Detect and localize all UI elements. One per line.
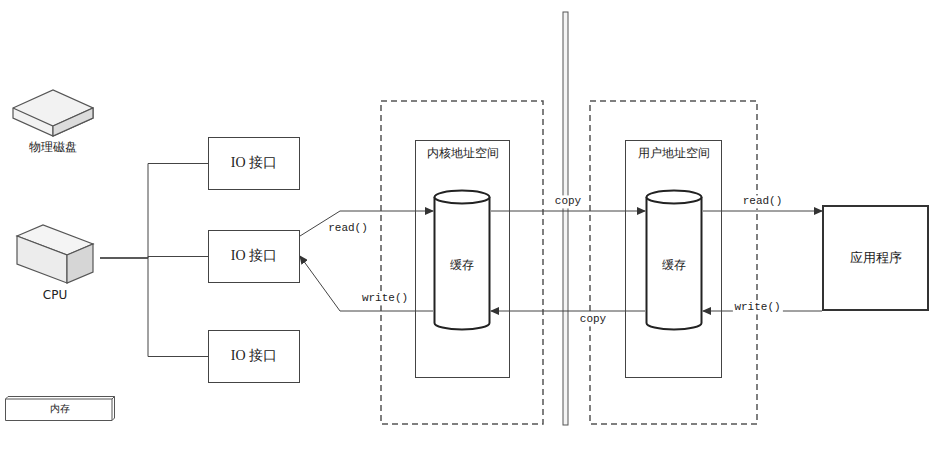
connector-arrow [100, 164, 208, 259]
separator-bar [563, 12, 568, 425]
node-text: 应用程序 [850, 250, 902, 266]
connector-arrow [300, 211, 433, 236]
connector-arrow [100, 258, 208, 357]
node-text: IO 接口 [231, 155, 277, 172]
node-text: 用户地址空间 [638, 146, 710, 160]
application-box: 应用程序 [822, 205, 929, 311]
edge-label: copy [553, 195, 583, 208]
connector-arrow [703, 211, 822, 212]
connector-arrow [491, 211, 645, 212]
cpu-node: CPU [10, 222, 100, 314]
kernel-dashed-region [381, 101, 543, 424]
cpu-icon [13, 222, 97, 286]
node-text: 内核地址空间 [427, 146, 499, 160]
connector-arrow [491, 311, 645, 312]
connector-arrow [703, 311, 822, 312]
address-space-box: 用户地址空间缓存 [625, 140, 722, 378]
node-text: 物理磁盘 [29, 140, 77, 154]
memory-node: 内存 [5, 396, 115, 421]
address-space-box: 内核地址空间缓存 [415, 140, 510, 378]
connector-arrow [300, 256, 433, 311]
node-text: IO 接口 [231, 348, 277, 365]
node-text: 内存 [50, 403, 70, 415]
cache-cylinder: 缓存 [433, 189, 491, 331]
node-text: 缓存 [450, 258, 474, 272]
interface-box: IO 接口 [208, 230, 300, 283]
node-text: IO 接口 [231, 248, 277, 265]
edge-label: write() [732, 301, 782, 314]
edge-label: write() [360, 292, 410, 305]
node-text: 缓存 [662, 258, 686, 272]
interface-box: IO 接口 [208, 137, 300, 190]
edge-label: copy [578, 313, 608, 326]
edge-label: read() [741, 195, 785, 208]
user-dashed-region [590, 101, 757, 424]
interface-box: IO 接口 [208, 330, 300, 383]
node-text: CPU [43, 288, 67, 302]
disk-node: 物理磁盘 [5, 86, 100, 168]
disk-icon [9, 86, 97, 138]
cache-cylinder: 缓存 [645, 189, 703, 331]
edge-label: read() [326, 222, 370, 235]
